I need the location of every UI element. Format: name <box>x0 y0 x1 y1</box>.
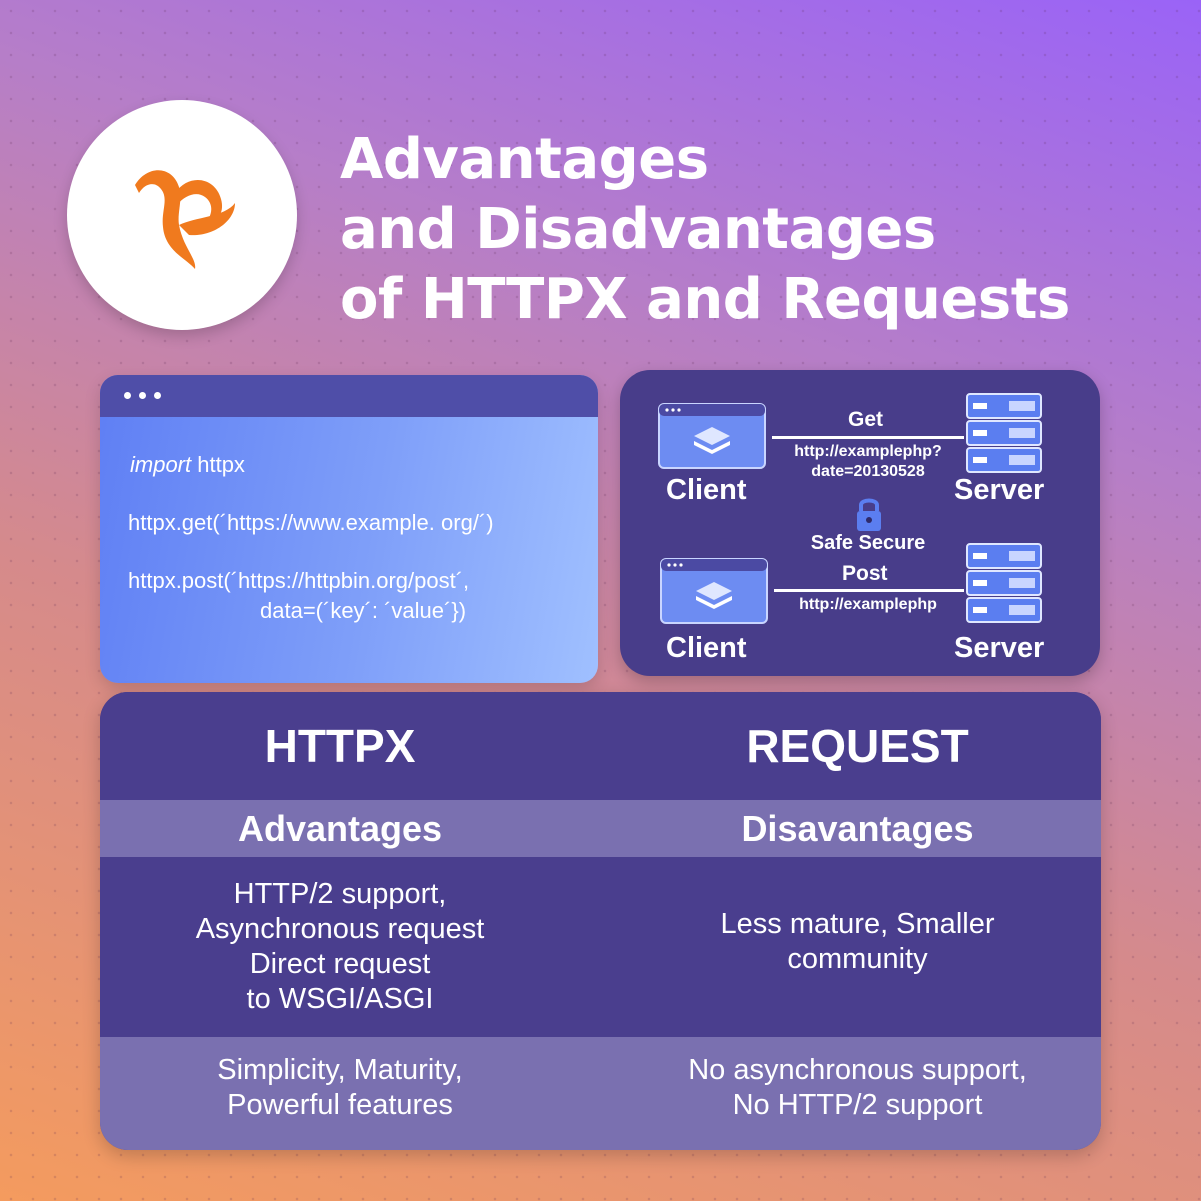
bottom-method-label: Post <box>842 562 888 585</box>
row2-col2-line: No HTTP/2 support <box>732 1089 983 1121</box>
server-icon <box>966 543 1042 623</box>
code-line-get: httpx.get(´https://www.example. org/´) <box>128 510 494 535</box>
bottom-url: http://examplephp <box>799 596 937 613</box>
client-window-icon <box>658 403 766 469</box>
code-window-titlebar <box>100 375 598 417</box>
row2-col1-line: Simplicity, Maturity, <box>217 1054 463 1086</box>
lock-icon <box>857 498 881 531</box>
window-dot-icon <box>139 392 146 399</box>
row1-col1-line: HTTP/2 support, <box>233 878 447 910</box>
title-line-2: and Disadvantages <box>340 197 936 262</box>
row1-col1-line: Asynchronous request <box>195 913 485 945</box>
table-row: HTTP/2 support, Asynchronous request Dir… <box>100 857 1101 1037</box>
table-row: Simplicity, Maturity, Powerful features … <box>100 1037 1101 1150</box>
client-window-icon <box>660 558 768 624</box>
top-url: http://examplephp? date=20130528 <box>780 442 956 482</box>
window-dot-icon <box>154 392 161 399</box>
comparison-table: HTTPX REQUEST Advantages Disavantages HT… <box>100 692 1101 1150</box>
code-line-import: import httpx <box>130 452 245 478</box>
row1-col2-cell: Less mature, Smaller community <box>610 857 1101 1037</box>
code-keyword: import <box>130 452 192 477</box>
top-server-label: Server <box>954 474 1045 506</box>
row1-col2-line: community <box>787 943 928 975</box>
code-module: httpx <box>191 452 245 477</box>
bottom-server-label: Server <box>954 632 1045 664</box>
server-icon <box>966 393 1042 473</box>
top-method-label: Get <box>848 408 884 431</box>
code-window: import httpx httpx.get(´https://www.exam… <box>100 375 598 683</box>
row2-col2-cell: No asynchronous support, No HTTP/2 suppo… <box>610 1037 1101 1150</box>
row2-col2-line: No asynchronous support, <box>688 1054 1027 1086</box>
title-line-3: of HTTPX and Requests <box>340 267 1070 332</box>
title-line-1: Advantages <box>340 127 709 192</box>
col1-header: HTTPX <box>264 720 416 772</box>
top-connection-line <box>772 436 964 439</box>
row1-col1-line: to WSGI/ASGI <box>246 983 434 1015</box>
table-subheader-row: Advantages Disavantages <box>100 800 1101 857</box>
client-server-diagram: Client Get http://examplephp? date=20130… <box>620 370 1100 676</box>
window-dot-icon <box>124 392 131 399</box>
logo <box>67 100 297 330</box>
page-title: Advantages and Disadvantages of HTTPX an… <box>340 125 1160 335</box>
squirrel-logo-icon <box>135 170 235 269</box>
row1-col1-line: Direct request <box>249 948 431 980</box>
top-url-line-1: http://examplephp? <box>794 443 942 460</box>
table-header-row: HTTPX REQUEST <box>100 692 1101 800</box>
top-client-label: Client <box>666 474 747 506</box>
row1-col2-line: Less mature, Smaller <box>720 908 995 940</box>
bottom-client-label: Client <box>666 632 747 664</box>
code-line-data: data=(´key´: ´value´}) <box>260 598 467 623</box>
row2-col1-line: Powerful features <box>227 1089 453 1121</box>
code-line-post: httpx.post(´https://httpbin.org/post´, <box>128 568 470 593</box>
col1-subheader: Advantages <box>237 807 443 849</box>
col2-subheader: Disavantages <box>741 807 974 849</box>
col2-header: REQUEST <box>746 720 969 772</box>
bottom-connection-line <box>774 589 964 592</box>
row2-col1-cell: Simplicity, Maturity, Powerful features <box>100 1037 580 1150</box>
secure-label: Safe Secure <box>810 532 926 554</box>
top-url-line-2: date=20130528 <box>811 463 925 480</box>
row1-col1-cell: HTTP/2 support, Asynchronous request Dir… <box>100 857 580 1037</box>
